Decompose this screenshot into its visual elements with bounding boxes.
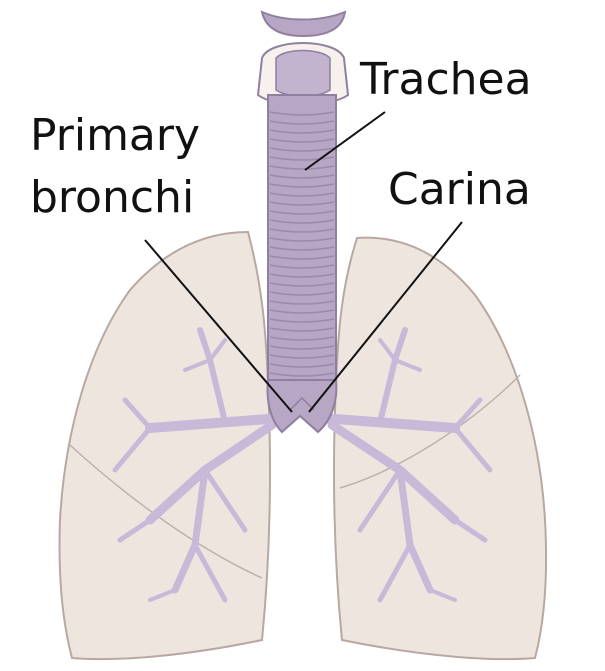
primary-bronchi-label-line2: bronchi xyxy=(30,174,194,222)
larynx xyxy=(258,12,348,105)
primary-bronchi-label-line1: Primary xyxy=(30,112,200,160)
primary-bronchi xyxy=(268,380,337,432)
carina-label: Carina xyxy=(388,166,531,214)
trachea-label: Trachea xyxy=(360,56,532,104)
